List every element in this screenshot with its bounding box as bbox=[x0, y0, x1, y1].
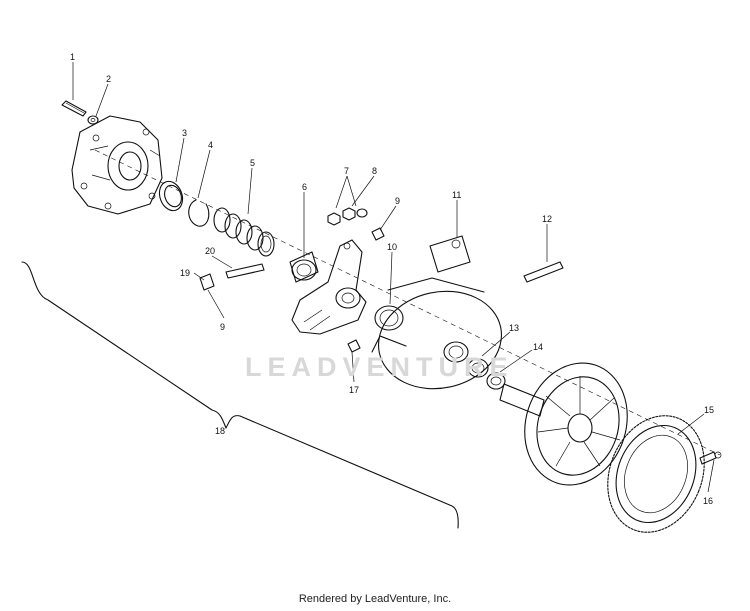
part-15-ring-gear[interactable] bbox=[591, 401, 721, 547]
callout-6: 6 bbox=[302, 182, 307, 192]
part-2-washer[interactable] bbox=[87, 115, 99, 125]
clutch-cover-plate[interactable] bbox=[71, 115, 163, 215]
part-5-spring[interactable] bbox=[213, 207, 275, 257]
part-10-ring[interactable] bbox=[374, 305, 404, 331]
callout-19: 19 bbox=[180, 268, 190, 278]
callout-12: 12 bbox=[542, 214, 552, 224]
callout-labels: 1 2 3 4 5 6 7 8 9 10 11 12 13 14 15 16 1… bbox=[70, 52, 714, 506]
callout-15: 15 bbox=[704, 405, 714, 415]
part-19-plug[interactable] bbox=[199, 273, 215, 291]
callout-8: 8 bbox=[372, 166, 377, 176]
callout-5: 5 bbox=[250, 158, 255, 168]
part-17-fitting[interactable] bbox=[347, 339, 361, 353]
footer-credit: Rendered by LeadVenture, Inc. bbox=[298, 593, 452, 605]
callout-3: 3 bbox=[182, 128, 187, 138]
part-12-pin[interactable] bbox=[523, 261, 564, 283]
part-4-snap-ring[interactable] bbox=[188, 199, 210, 227]
part-14-bushing[interactable] bbox=[486, 372, 506, 390]
callout-17: 17 bbox=[349, 385, 359, 395]
movable-sheave[interactable] bbox=[369, 277, 510, 400]
callout-9-upper: 9 bbox=[395, 196, 400, 206]
part-3-ring[interactable] bbox=[156, 178, 187, 214]
callout-2: 2 bbox=[106, 74, 111, 84]
watermark: LEADVENTURE bbox=[245, 352, 514, 382]
callout-16: 16 bbox=[703, 496, 713, 506]
callout-10: 10 bbox=[387, 242, 397, 252]
center-axis bbox=[94, 149, 721, 456]
part-6-roller[interactable] bbox=[289, 251, 319, 283]
callout-13: 13 bbox=[509, 323, 519, 333]
callout-11: 11 bbox=[452, 190, 461, 200]
callout-14: 14 bbox=[533, 342, 543, 352]
callout-9-lower: 9 bbox=[220, 322, 225, 332]
bracket-18 bbox=[21, 261, 459, 529]
part-13-bushing[interactable] bbox=[467, 358, 489, 378]
clutch-spider-arm[interactable] bbox=[291, 239, 367, 335]
callout-18: 18 bbox=[215, 426, 225, 436]
callout-1: 1 bbox=[70, 52, 75, 62]
part-7-8-nuts[interactable] bbox=[327, 207, 368, 226]
part-11-decal[interactable] bbox=[429, 235, 471, 273]
part-9-plug-upper[interactable] bbox=[371, 227, 385, 241]
callout-20: 20 bbox=[205, 246, 215, 256]
part-20-pin[interactable] bbox=[225, 263, 265, 279]
callout-7: 7 bbox=[344, 166, 349, 176]
leader-lines bbox=[72, 62, 715, 493]
callout-4: 4 bbox=[208, 140, 213, 150]
part-1-bolt[interactable] bbox=[61, 100, 87, 117]
part-16-screw[interactable] bbox=[699, 451, 722, 465]
fixed-sheave[interactable] bbox=[499, 350, 643, 499]
